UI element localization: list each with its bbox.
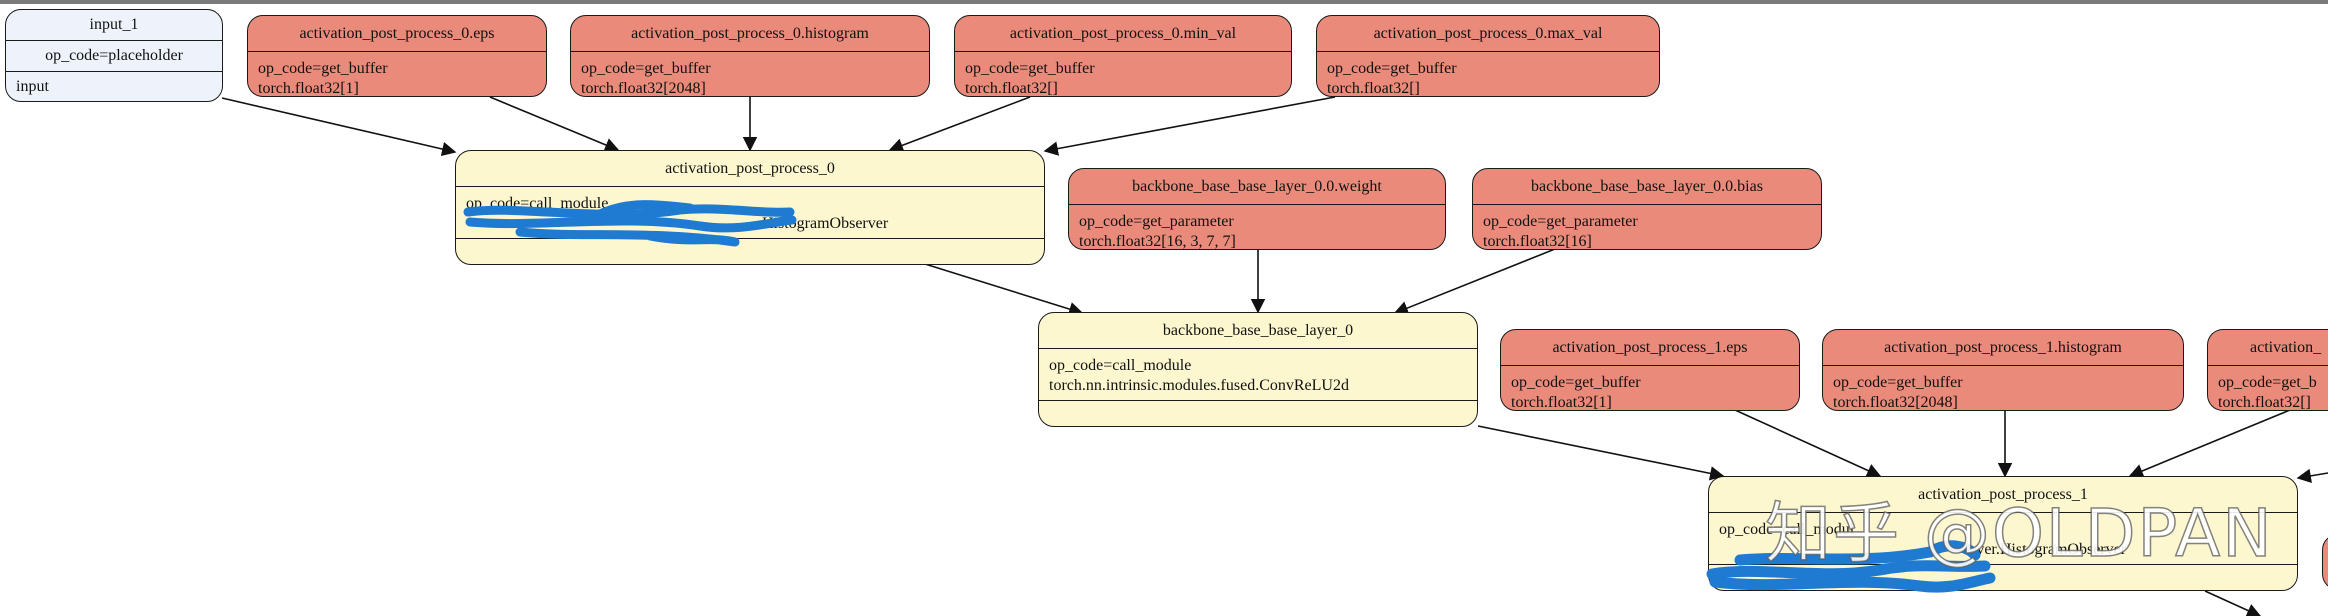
node-title: activation_post_process_0.histogram	[571, 16, 929, 52]
node-activation-post-process-1-eps[interactable]: activation_post_process_1.eps op_code=ge…	[1500, 329, 1800, 411]
node-op-code: op_code=get_buffer	[258, 60, 388, 77]
node-op-code: op_code=placeholder	[6, 41, 222, 72]
node-type: torch.float32[2048]	[581, 80, 706, 97]
node-backbone-bias[interactable]: backbone_base_base_layer_0.0.bias op_cod…	[1472, 168, 1822, 250]
node-title: backbone_base_base_layer_0.0.weight	[1069, 169, 1445, 205]
edge-app0min-to-app0	[888, 96, 1031, 153]
node-op-code: op_code=get_buffer	[1833, 374, 1963, 391]
node-title: input_1	[6, 10, 222, 41]
window-top-border	[0, 0, 2328, 4]
node-title: activation_post_process_0	[456, 151, 1044, 187]
node-type: torch.float32[1]	[1511, 394, 1612, 411]
edge-app1min-to-app1	[2128, 409, 2291, 478]
node-op-code: op_code=get_buffer	[581, 60, 711, 77]
edge-offscreen-to-app1	[2296, 468, 2328, 483]
node-target-visible: .HistogramObserver	[758, 215, 889, 232]
node-activation-post-process-0[interactable]: activation_post_process_0 op_code=call_m…	[455, 150, 1045, 265]
node-activation-post-process-1-histogram[interactable]: activation_post_process_1.histogram op_c…	[1822, 329, 2184, 411]
node-op-code: op_code=get_buffer	[1511, 374, 1641, 391]
node-op-code: op_code=get_buffer	[965, 60, 1095, 77]
node-target: torch.nn.intrinsic.modules.fused.ConvReL…	[1049, 377, 1349, 394]
node-op-code: op_code=get_parameter	[1483, 213, 1638, 230]
node-activation-post-process-1[interactable]: activation_post_process_1 op_code=call_m…	[1708, 476, 2298, 591]
node-type: torch.float32[]	[1327, 80, 1420, 97]
node-title: backbone_base_base_layer_0	[1039, 313, 1477, 349]
node-activation-post-process-0-eps[interactable]: activation_post_process_0.eps op_code=ge…	[247, 15, 547, 97]
node-title: activation_	[2208, 330, 2328, 366]
edge-app0eps-to-app0	[489, 96, 620, 152]
node-activation-post-process-0-max-val[interactable]: activation_post_process_0.max_val op_cod…	[1316, 15, 1660, 97]
node-op-code: op_code=get_parameter	[1079, 213, 1234, 230]
node-type: torch.float32[2048]	[1833, 394, 1958, 411]
edge-bb0-to-app1	[1477, 425, 1725, 481]
node-title: activation_post_process_1	[1709, 477, 2297, 513]
node-target-visible: rver.HistogramObserver	[1971, 541, 2127, 558]
edge-app1eps-to-app1	[1734, 409, 1882, 478]
node-type: torch.float32[]	[965, 80, 1058, 97]
node-type: torch.float32[16, 3, 7, 7]	[1079, 233, 1236, 250]
edge-input1-to-app0	[221, 97, 457, 157]
node-input-1[interactable]: input_1 op_code=placeholder input	[5, 9, 223, 102]
node-op-code: op_code=call_module	[466, 195, 609, 212]
node-type: torch.float32[1]	[258, 80, 359, 97]
node-title: activation_post_process_0.min_val	[955, 16, 1291, 52]
node-title: backbone_base_base_layer_0.0.bias	[1473, 169, 1821, 205]
node-op-code: op_code=call_module	[1049, 357, 1192, 374]
node-backbone-weight[interactable]: backbone_base_base_layer_0.0.weight op_c…	[1068, 168, 1446, 250]
edge-app0-to-bb0	[924, 263, 1084, 317]
node-title: activation_post_process_0.eps	[248, 16, 546, 52]
node-backbone-base-layer-0[interactable]: backbone_base_base_layer_0 op_code=call_…	[1038, 312, 1478, 427]
node-op-code: op_code=get_buffer	[1327, 60, 1457, 77]
watermark-text: 知乎 @OLDPAN	[1764, 494, 2274, 573]
node-type: torch.float32[16]	[1483, 233, 1592, 250]
node-activation-post-process-1-min-val-partial[interactable]: activation_ op_code=get_b torch.float32[]	[2207, 329, 2328, 411]
node-target: rver.HistogramObserver	[1719, 540, 2287, 560]
node-title: activation_post_process_1.histogram	[1823, 330, 2183, 366]
node-title: activation_post_process_1.eps	[1501, 330, 1799, 366]
node-op-code: op_code=get_b	[2218, 374, 2317, 391]
node-activation-post-process-0-histogram[interactable]: activation_post_process_0.histogram op_c…	[570, 15, 930, 97]
node-activation-post-process-0-min-val[interactable]: activation_post_process_0.min_val op_cod…	[954, 15, 1292, 97]
node-title: activation_post_process_0.max_val	[1317, 16, 1659, 52]
edge-app1-to-offscreen	[2204, 590, 2262, 616]
node-target: .HistogramObserver	[466, 214, 1034, 234]
node-op-code: op_code=call_modul	[1719, 521, 1855, 538]
edge-bbbias-to-bb0	[1393, 248, 1556, 315]
node-type: torch.float32[]	[2218, 394, 2311, 411]
node-target: input	[16, 78, 49, 95]
edge-app0max-to-app0	[1043, 96, 1336, 156]
